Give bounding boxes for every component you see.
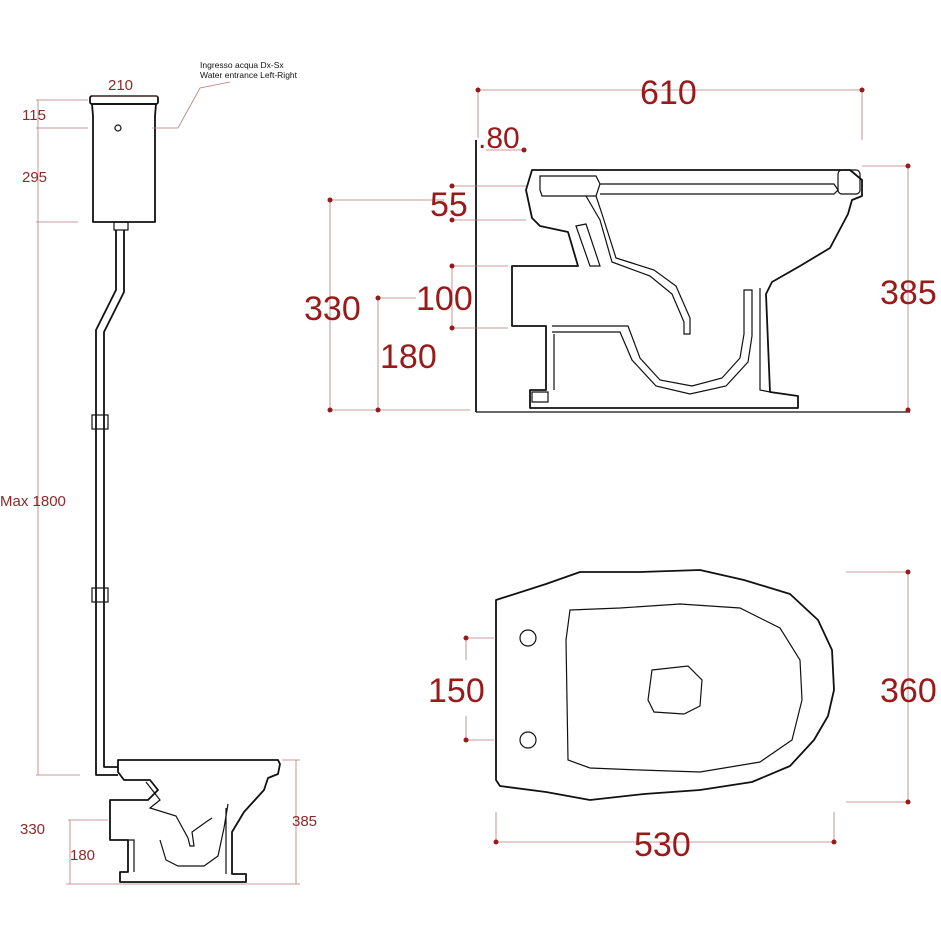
seat-hole-icon bbox=[519, 629, 537, 647]
dim-outlet-diameter: 100 bbox=[416, 280, 473, 318]
dim-side-outlet-center: 180 bbox=[70, 847, 95, 864]
dim-outlet-center: 180 bbox=[380, 338, 437, 376]
side-bowl bbox=[109, 759, 281, 883]
cistern bbox=[89, 95, 159, 231]
side-elevation bbox=[36, 81, 300, 885]
flush-pipe bbox=[95, 230, 125, 776]
dim-cistern-width: 210 bbox=[108, 77, 133, 94]
dim-cistern-top: 115 bbox=[22, 107, 46, 124]
dim-inlet-55: 55 bbox=[430, 186, 468, 224]
pipe-joint bbox=[91, 587, 109, 603]
water-entrance-note-it: Ingresso acqua Dx-Sx bbox=[200, 60, 284, 70]
dim-top-length: 530 bbox=[634, 826, 691, 864]
top-view bbox=[463, 569, 911, 845]
dim-cistern-height: 295 bbox=[22, 169, 47, 186]
dim-outlet-height: 330 bbox=[304, 290, 361, 328]
water-entrance-note-en: Water entrance Left-Right bbox=[200, 70, 298, 80]
dim-bowl-height: 385 bbox=[292, 813, 317, 830]
dim-rear-offset: .80 bbox=[478, 122, 520, 155]
dim-total-height: 385 bbox=[880, 274, 937, 312]
seat-hole-icon bbox=[519, 731, 537, 749]
dim-side-outlet-height: 330 bbox=[20, 821, 45, 838]
dim-top-width: 360 bbox=[880, 672, 937, 710]
section-view bbox=[327, 87, 911, 413]
water-inlet-icon bbox=[114, 124, 122, 132]
dim-hole-spacing: 150 bbox=[428, 672, 485, 710]
dim-max-height: Max 1800 bbox=[0, 493, 66, 510]
dim-total-length: 610 bbox=[640, 74, 697, 112]
pipe-joint bbox=[91, 414, 109, 430]
